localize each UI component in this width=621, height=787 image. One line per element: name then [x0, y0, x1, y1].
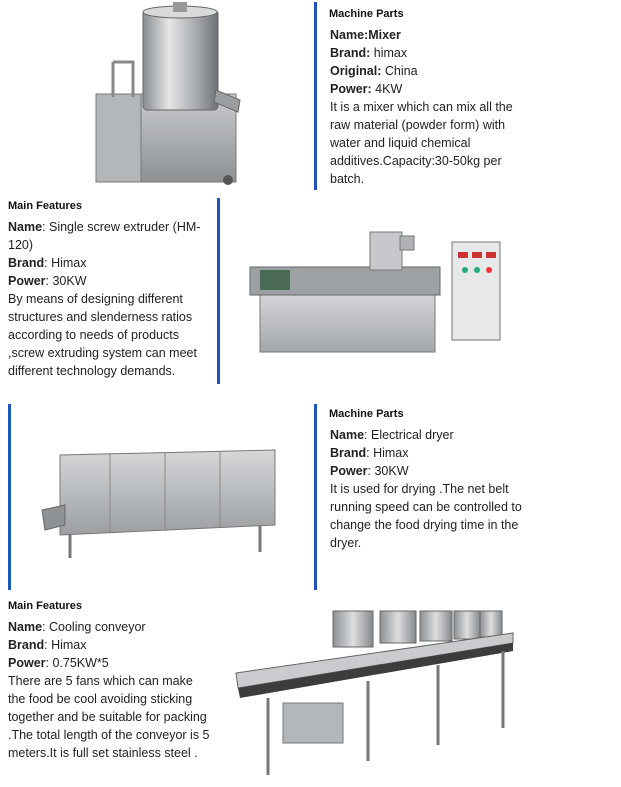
divider-line [314, 404, 317, 590]
divider-line [8, 404, 11, 590]
divider-line [314, 2, 317, 190]
spec-name: Name: Single screw extruder (HM-120) [8, 220, 201, 252]
spec-brand: Brand: Himax [8, 256, 87, 270]
description: It is a mixer which can mix all the raw … [330, 100, 513, 186]
mixer-image [95, 2, 241, 185]
spec-power: Power: 30KW [330, 464, 409, 478]
extruder-image [249, 231, 501, 353]
spec-brand: Brand: Himax [330, 446, 409, 460]
spec-power: Power: 0.75KW*5 [8, 656, 109, 670]
description: By means of designing different structur… [8, 292, 197, 378]
spec-name: Name: Cooling conveyor [8, 620, 146, 634]
spec-brand: Brand: Himax [8, 638, 87, 652]
cooling-fans [332, 610, 503, 648]
spec-origin: Original: China [330, 64, 418, 78]
section-heading: Machine Parts [329, 8, 404, 20]
spec-block: Name: Electrical dryer Brand: Himax Powe… [330, 426, 535, 552]
conveyor-image [235, 610, 514, 775]
description: It is used for drying .The net belt runn… [330, 482, 522, 550]
spec-block: Name: Single screw extruder (HM-120) Bra… [8, 218, 213, 380]
spec-name: Name: Electrical dryer [330, 428, 454, 442]
spec-name: Name:Mixer [330, 28, 401, 42]
spec-block: Name:Mixer Brand: himax Original: China … [330, 26, 530, 188]
section-heading: Machine Parts [329, 408, 404, 420]
section-heading: Main Features [8, 600, 82, 612]
dryer-image [41, 449, 276, 558]
spec-block: Name: Cooling conveyor Brand: Himax Powe… [8, 618, 213, 762]
spec-power: Power: 30KW [8, 274, 87, 288]
spec-power: Power: 4KW [330, 82, 403, 96]
section-heading: Main Features [8, 200, 82, 212]
divider-line [217, 198, 220, 384]
description: There are 5 fans which can make the food… [8, 674, 210, 760]
spec-brand: Brand: himax [330, 46, 408, 60]
